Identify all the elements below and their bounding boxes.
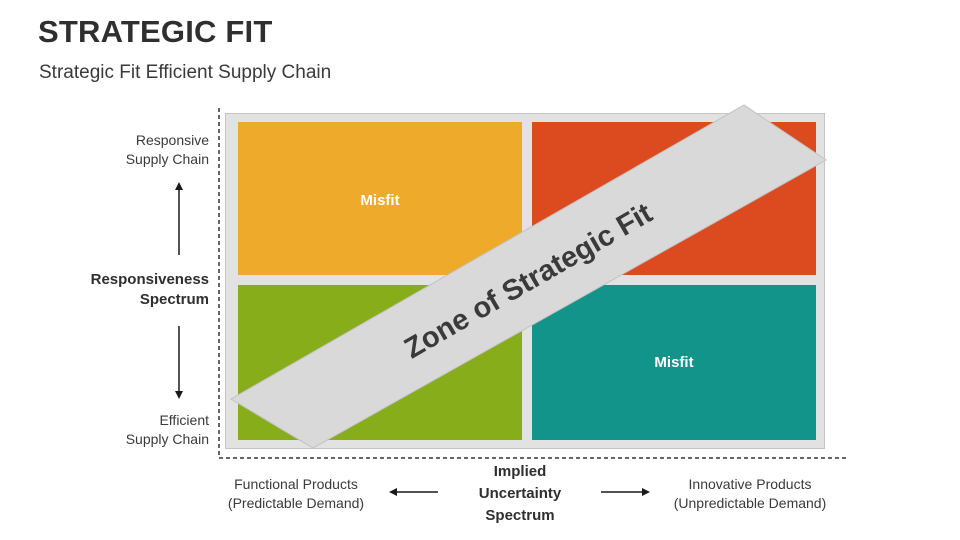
x-axis-title: Implied Uncertainty Spectrum <box>478 463 562 524</box>
quadrant-top-left <box>238 122 522 275</box>
quadrant-bottom-right <box>532 285 816 440</box>
page-title: STRATEGIC FIT <box>38 14 273 49</box>
page-subtitle: Strategic Fit Efficient Supply Chain <box>39 62 332 83</box>
quadrant-bottom-right-label: Misfit <box>654 354 694 371</box>
x-axis-left-label: Functional Products (Predictable Demand) <box>227 476 365 511</box>
y-axis-bottom-label: Efficient Supply Chain <box>125 412 209 447</box>
x-axis-right-label: Innovative Products (Unpredictable Deman… <box>673 476 827 511</box>
y-axis-title: Responsiveness Spectrum <box>90 271 209 308</box>
y-axis-top-label: Responsive Supply Chain <box>125 132 209 167</box>
strategic-fit-band <box>230 104 827 449</box>
quadrant-top-left-label: Misfit <box>360 192 400 209</box>
